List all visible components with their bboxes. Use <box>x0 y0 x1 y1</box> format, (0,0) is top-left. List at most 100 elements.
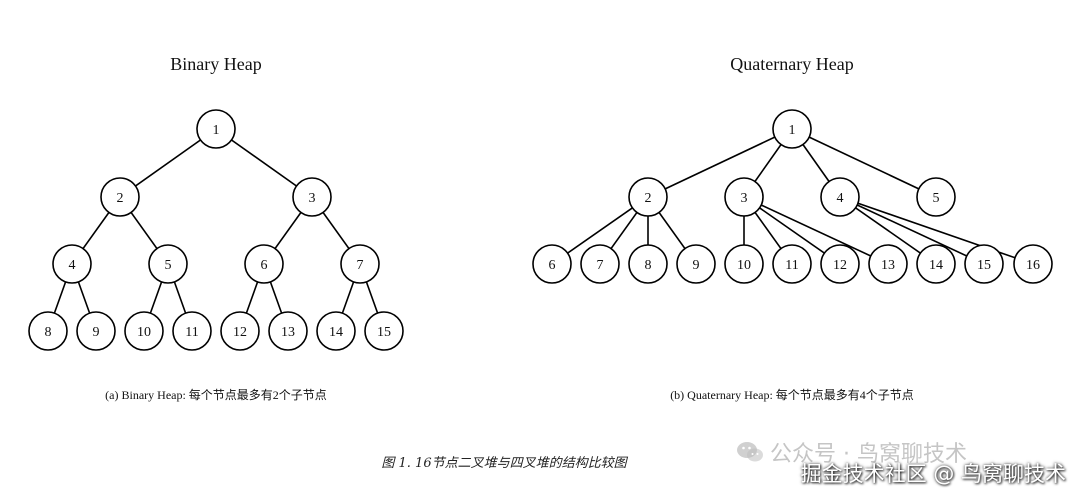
wechat-icon <box>736 440 764 464</box>
quaternary-heap-node: 12 <box>820 244 860 284</box>
quaternary-heap-node: 13 <box>868 244 908 284</box>
binary-heap-node-circle <box>244 244 284 284</box>
binary-heap-node: 5 <box>148 244 188 284</box>
binary-heap-node-label: 8 <box>45 325 52 340</box>
quaternary-heap-node-label: 13 <box>881 258 895 273</box>
binary-heap-node: 12 <box>220 311 260 351</box>
quaternary-heap-node-circle <box>628 177 668 217</box>
quaternary-heap-node: 2 <box>628 177 668 217</box>
quaternary-heap-node-circle <box>1013 244 1053 284</box>
quaternary-heap-node: 14 <box>916 244 956 284</box>
quaternary-heap-node-label: 9 <box>693 258 700 273</box>
binary-heap-node-circle <box>28 311 68 351</box>
binary-heap-caption: (a) Binary Heap: 每个节点最多有2个子节点 <box>105 388 327 402</box>
quaternary-heap-node: 16 <box>1013 244 1053 284</box>
binary-heap-node-circle <box>364 311 404 351</box>
binary-heap-node-label: 7 <box>357 258 364 273</box>
quaternary-heap-node-label: 1 <box>789 123 796 138</box>
binary-heap-node: 3 <box>292 177 332 217</box>
binary-heap-node: 8 <box>28 311 68 351</box>
quaternary-heap-node: 15 <box>964 244 1004 284</box>
quaternary-heap-node-label: 2 <box>645 191 652 206</box>
quaternary-heap-node-label: 12 <box>833 258 847 273</box>
quaternary-heap-edge <box>647 128 793 198</box>
edges-layer <box>47 128 1034 332</box>
binary-heap-node-circle <box>268 311 308 351</box>
quaternary-heap-node: 7 <box>580 244 620 284</box>
binary-heap-node-circle <box>52 244 92 284</box>
binary-heap-node-label: 10 <box>137 325 151 340</box>
quaternary-heap-node: 1 <box>772 109 812 149</box>
binary-heap-node: 10 <box>124 311 164 351</box>
binary-heap-node: 4 <box>52 244 92 284</box>
binary-heap-node-label: 4 <box>69 258 76 273</box>
quaternary-heap-edge <box>839 196 985 265</box>
quaternary-heap-node-circle <box>916 244 956 284</box>
binary-heap-node-label: 14 <box>329 325 343 340</box>
quaternary-heap-node-label: 11 <box>785 258 798 273</box>
binary-heap-node-label: 9 <box>93 325 100 340</box>
quaternary-heap-node-label: 6 <box>549 258 556 273</box>
quaternary-heap-node-circle <box>772 109 812 149</box>
quaternary-heap-node-circle <box>676 244 716 284</box>
quaternary-heap-node-label: 10 <box>737 258 751 273</box>
figure-caption: 图 1. 16节点二叉堆与四叉堆的结构比较图 <box>381 456 627 471</box>
binary-heap-node: 7 <box>340 244 380 284</box>
quaternary-heap-node-circle <box>532 244 572 284</box>
binary-heap-node-circle <box>220 311 260 351</box>
quaternary-heap-title: Quaternary Heap <box>730 54 854 74</box>
binary-heap-node: 6 <box>244 244 284 284</box>
binary-heap-node: 11 <box>172 311 212 351</box>
quaternary-heap-node: 8 <box>628 244 668 284</box>
quaternary-heap-node-label: 15 <box>977 258 991 273</box>
binary-heap-node: 9 <box>76 311 116 351</box>
binary-heap-node: 1 <box>196 109 236 149</box>
binary-heap-node-circle <box>292 177 332 217</box>
quaternary-heap-node-label: 14 <box>929 258 943 273</box>
quaternary-heap-caption: (b) Quaternary Heap: 每个节点最多有4个子节点 <box>670 388 914 402</box>
binary-heap-node-label: 12 <box>233 325 247 340</box>
wechat-watermark-text: 公众号 · 鸟窝聊技术 <box>770 442 967 467</box>
binary-heap-node-circle <box>196 109 236 149</box>
quaternary-heap-edge <box>839 196 1034 265</box>
binary-heap-node-label: 11 <box>185 325 198 340</box>
binary-heap-node-label: 3 <box>309 191 316 206</box>
quaternary-heap-node: 5 <box>916 177 956 217</box>
quaternary-heap-node-label: 16 <box>1026 258 1040 273</box>
binary-heap-node-label: 6 <box>261 258 268 273</box>
quaternary-heap-node: 3 <box>724 177 764 217</box>
binary-heap-node-label: 2 <box>117 191 124 206</box>
quaternary-heap-node-circle <box>964 244 1004 284</box>
wechat-watermark: 公众号 · 鸟窝聊技术 <box>736 438 967 467</box>
binary-heap-title: Binary Heap <box>170 54 262 74</box>
binary-heap-node-circle <box>172 311 212 351</box>
quaternary-heap-node-circle <box>724 244 764 284</box>
binary-heap-node-circle <box>340 244 380 284</box>
binary-heap-node-label: 5 <box>165 258 172 273</box>
quaternary-heap-node-circle <box>580 244 620 284</box>
quaternary-heap-node-circle <box>916 177 956 217</box>
quaternary-heap-node: 4 <box>820 177 860 217</box>
quaternary-heap-node-label: 5 <box>933 191 940 206</box>
binary-heap-node-circle <box>100 177 140 217</box>
binary-heap-node-circle <box>316 311 356 351</box>
quaternary-heap-node-circle <box>820 244 860 284</box>
quaternary-heap-node: 6 <box>532 244 572 284</box>
quaternary-heap-node: 9 <box>676 244 716 284</box>
quaternary-heap-edge <box>791 128 937 198</box>
quaternary-heap-node-label: 7 <box>597 258 604 273</box>
quaternary-heap-node: 11 <box>772 244 812 284</box>
quaternary-heap-node-circle <box>724 177 764 217</box>
quaternary-heap-node-circle <box>820 177 860 217</box>
quaternary-heap-edge <box>743 196 889 265</box>
quaternary-heap-node-label: 8 <box>645 258 652 273</box>
quaternary-heap-node-circle <box>868 244 908 284</box>
quaternary-heap-node-circle <box>772 244 812 284</box>
binary-heap-node-label: 1 <box>213 123 220 138</box>
binary-heap-node-circle <box>148 244 188 284</box>
quaternary-heap-node-label: 3 <box>741 191 748 206</box>
binary-heap-node-label: 13 <box>281 325 295 340</box>
binary-heap-node: 14 <box>316 311 356 351</box>
